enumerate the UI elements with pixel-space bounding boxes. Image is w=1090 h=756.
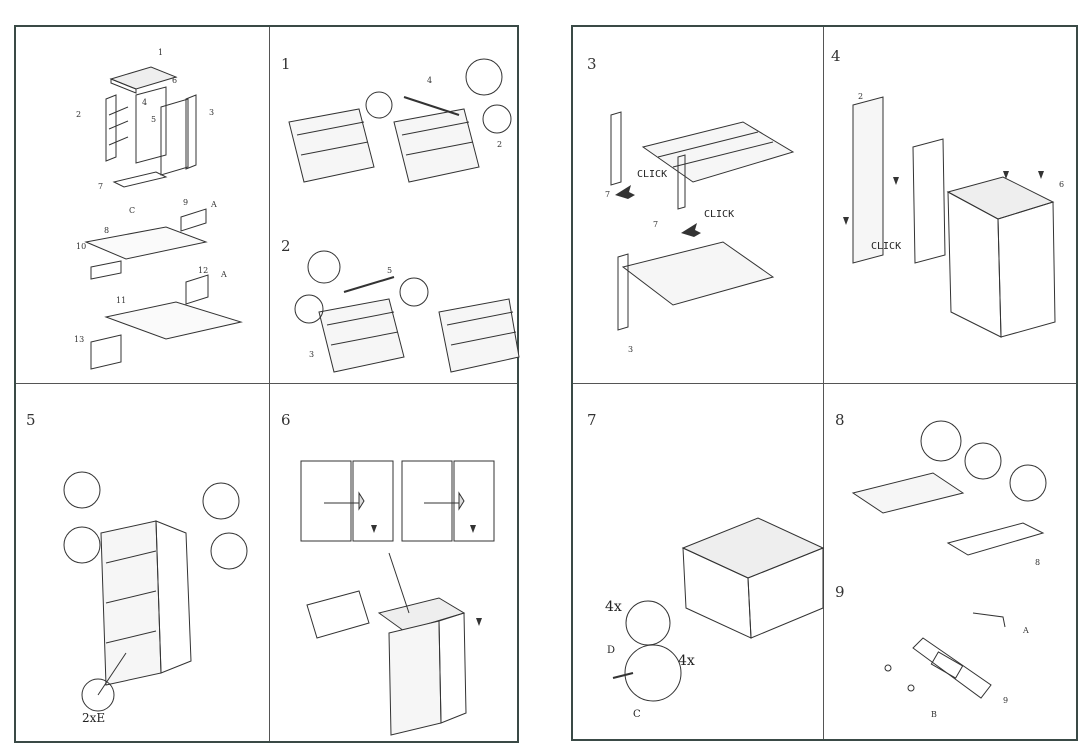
step-8-panel: 8 8 [823, 383, 1076, 567]
part-label: C [129, 206, 135, 215]
step-8-diagram: 8 [851, 420, 1047, 567]
step-1-panel: 1 4 2 [269, 27, 517, 383]
step-7-diagram [612, 517, 825, 702]
part-label: 10 [76, 242, 86, 251]
step-number: 9 [835, 583, 845, 601]
part-label: 1 [158, 48, 163, 57]
part-label: 3 [209, 108, 214, 117]
click-label: CLICK [871, 241, 901, 252]
part-label: 3 [628, 345, 633, 354]
step-3-diagram: CLICK CLICK 7 7 3 [605, 111, 795, 354]
step-9-diagram: A 9 B [884, 612, 1029, 719]
part-c-label: C [633, 709, 641, 720]
part-label: 6 [172, 76, 177, 85]
part-label: 2 [497, 140, 502, 149]
step-number: 2 [281, 237, 291, 255]
step-7-panel: 7 4x D 4x C [573, 383, 825, 739]
part-label: 7 [605, 190, 610, 199]
part-d-label: D [607, 645, 616, 656]
part-label: 4 [427, 76, 432, 85]
step-1-diagram: 4 2 [288, 58, 512, 183]
step-number: 8 [835, 411, 845, 429]
part-label: 13 [74, 335, 84, 344]
part-label: A [220, 270, 227, 279]
part-label: 7 [653, 220, 658, 229]
hardware-quantity: 2xE [82, 711, 106, 725]
part-label: B [931, 710, 937, 719]
hardware-quantity-c: 4x [678, 653, 695, 669]
part-label: 12 [198, 266, 208, 275]
step-number: 4 [831, 47, 841, 65]
part-label: 5 [151, 115, 156, 124]
left-instruction-page: 1 2 4 6 5 3 7 C 9 A 8 10 12 A 11 13 1 [14, 25, 520, 743]
left-vertical-divider [269, 27, 270, 741]
click-label: CLICK [704, 209, 734, 220]
step-2-diagram: 5 3 [294, 250, 520, 373]
part-label: 3 [309, 350, 314, 359]
parts-overview-panel: 1 2 4 6 5 3 7 C 9 A 8 10 12 A 11 13 [16, 27, 269, 383]
click-label: CLICK [637, 169, 667, 180]
step-5-panel: 5 2xE [16, 383, 269, 741]
step-3-panel: 3 CLICK CLICK 7 7 3 [573, 27, 823, 383]
right-instruction-page: 3 CLICK CLICK 7 7 3 4 [571, 25, 1078, 741]
step-number: 3 [587, 55, 597, 73]
part-label: A [1022, 626, 1029, 635]
right-horizontal-divider [573, 383, 1076, 384]
step-9-panel: 9 A 9 B [823, 573, 1076, 739]
step-number: 6 [281, 411, 291, 429]
part-label: 6 [1059, 180, 1064, 189]
part-label: 8 [104, 226, 109, 235]
step-6-panel: 6 [269, 383, 517, 741]
step-number: 5 [26, 411, 36, 429]
step-4-panel: 4 CLICK 2 6 [823, 27, 1076, 383]
part-label: 7 [98, 182, 103, 191]
step-5-diagram [63, 471, 248, 712]
step-6-diagram [300, 460, 495, 736]
step-number: 1 [281, 55, 291, 73]
part-label: 5 [387, 266, 392, 275]
step-4-diagram: CLICK 2 6 [843, 92, 1064, 338]
part-label: 2 [858, 92, 863, 101]
part-label: 2 [76, 110, 81, 119]
step-number: 7 [587, 411, 597, 429]
part-label: 9 [183, 198, 188, 207]
part-label: 4 [142, 98, 147, 107]
part-label: A [210, 200, 217, 209]
part-label: 11 [116, 296, 126, 305]
left-horizontal-divider [16, 383, 517, 384]
step-2-panel: 2 5 3 [269, 217, 520, 383]
part-label: 8 [1035, 558, 1040, 567]
part-label: 9 [1003, 696, 1008, 705]
hardware-quantity-d: 4x [605, 599, 622, 615]
parts-exploded-diagram: 1 2 4 6 5 3 7 C 9 A 8 10 12 A 11 13 [74, 48, 243, 370]
